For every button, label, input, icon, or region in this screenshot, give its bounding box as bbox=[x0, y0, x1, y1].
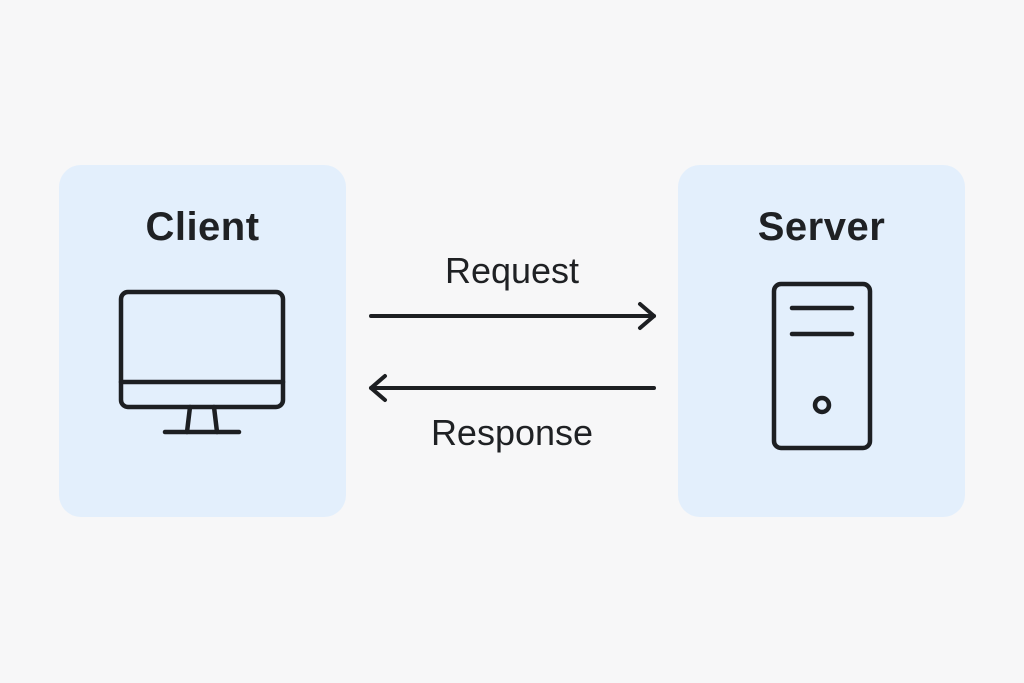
server-title: Server bbox=[757, 205, 886, 249]
request-label: Request bbox=[444, 250, 580, 291]
response-arrow bbox=[369, 374, 656, 402]
server-node: Server bbox=[678, 165, 965, 517]
response-label: Response bbox=[430, 412, 594, 453]
server-tower-icon bbox=[771, 281, 873, 451]
request-arrow bbox=[369, 302, 656, 330]
monitor-icon bbox=[118, 289, 286, 435]
client-title: Client bbox=[145, 205, 260, 249]
client-node: Client bbox=[59, 165, 346, 517]
